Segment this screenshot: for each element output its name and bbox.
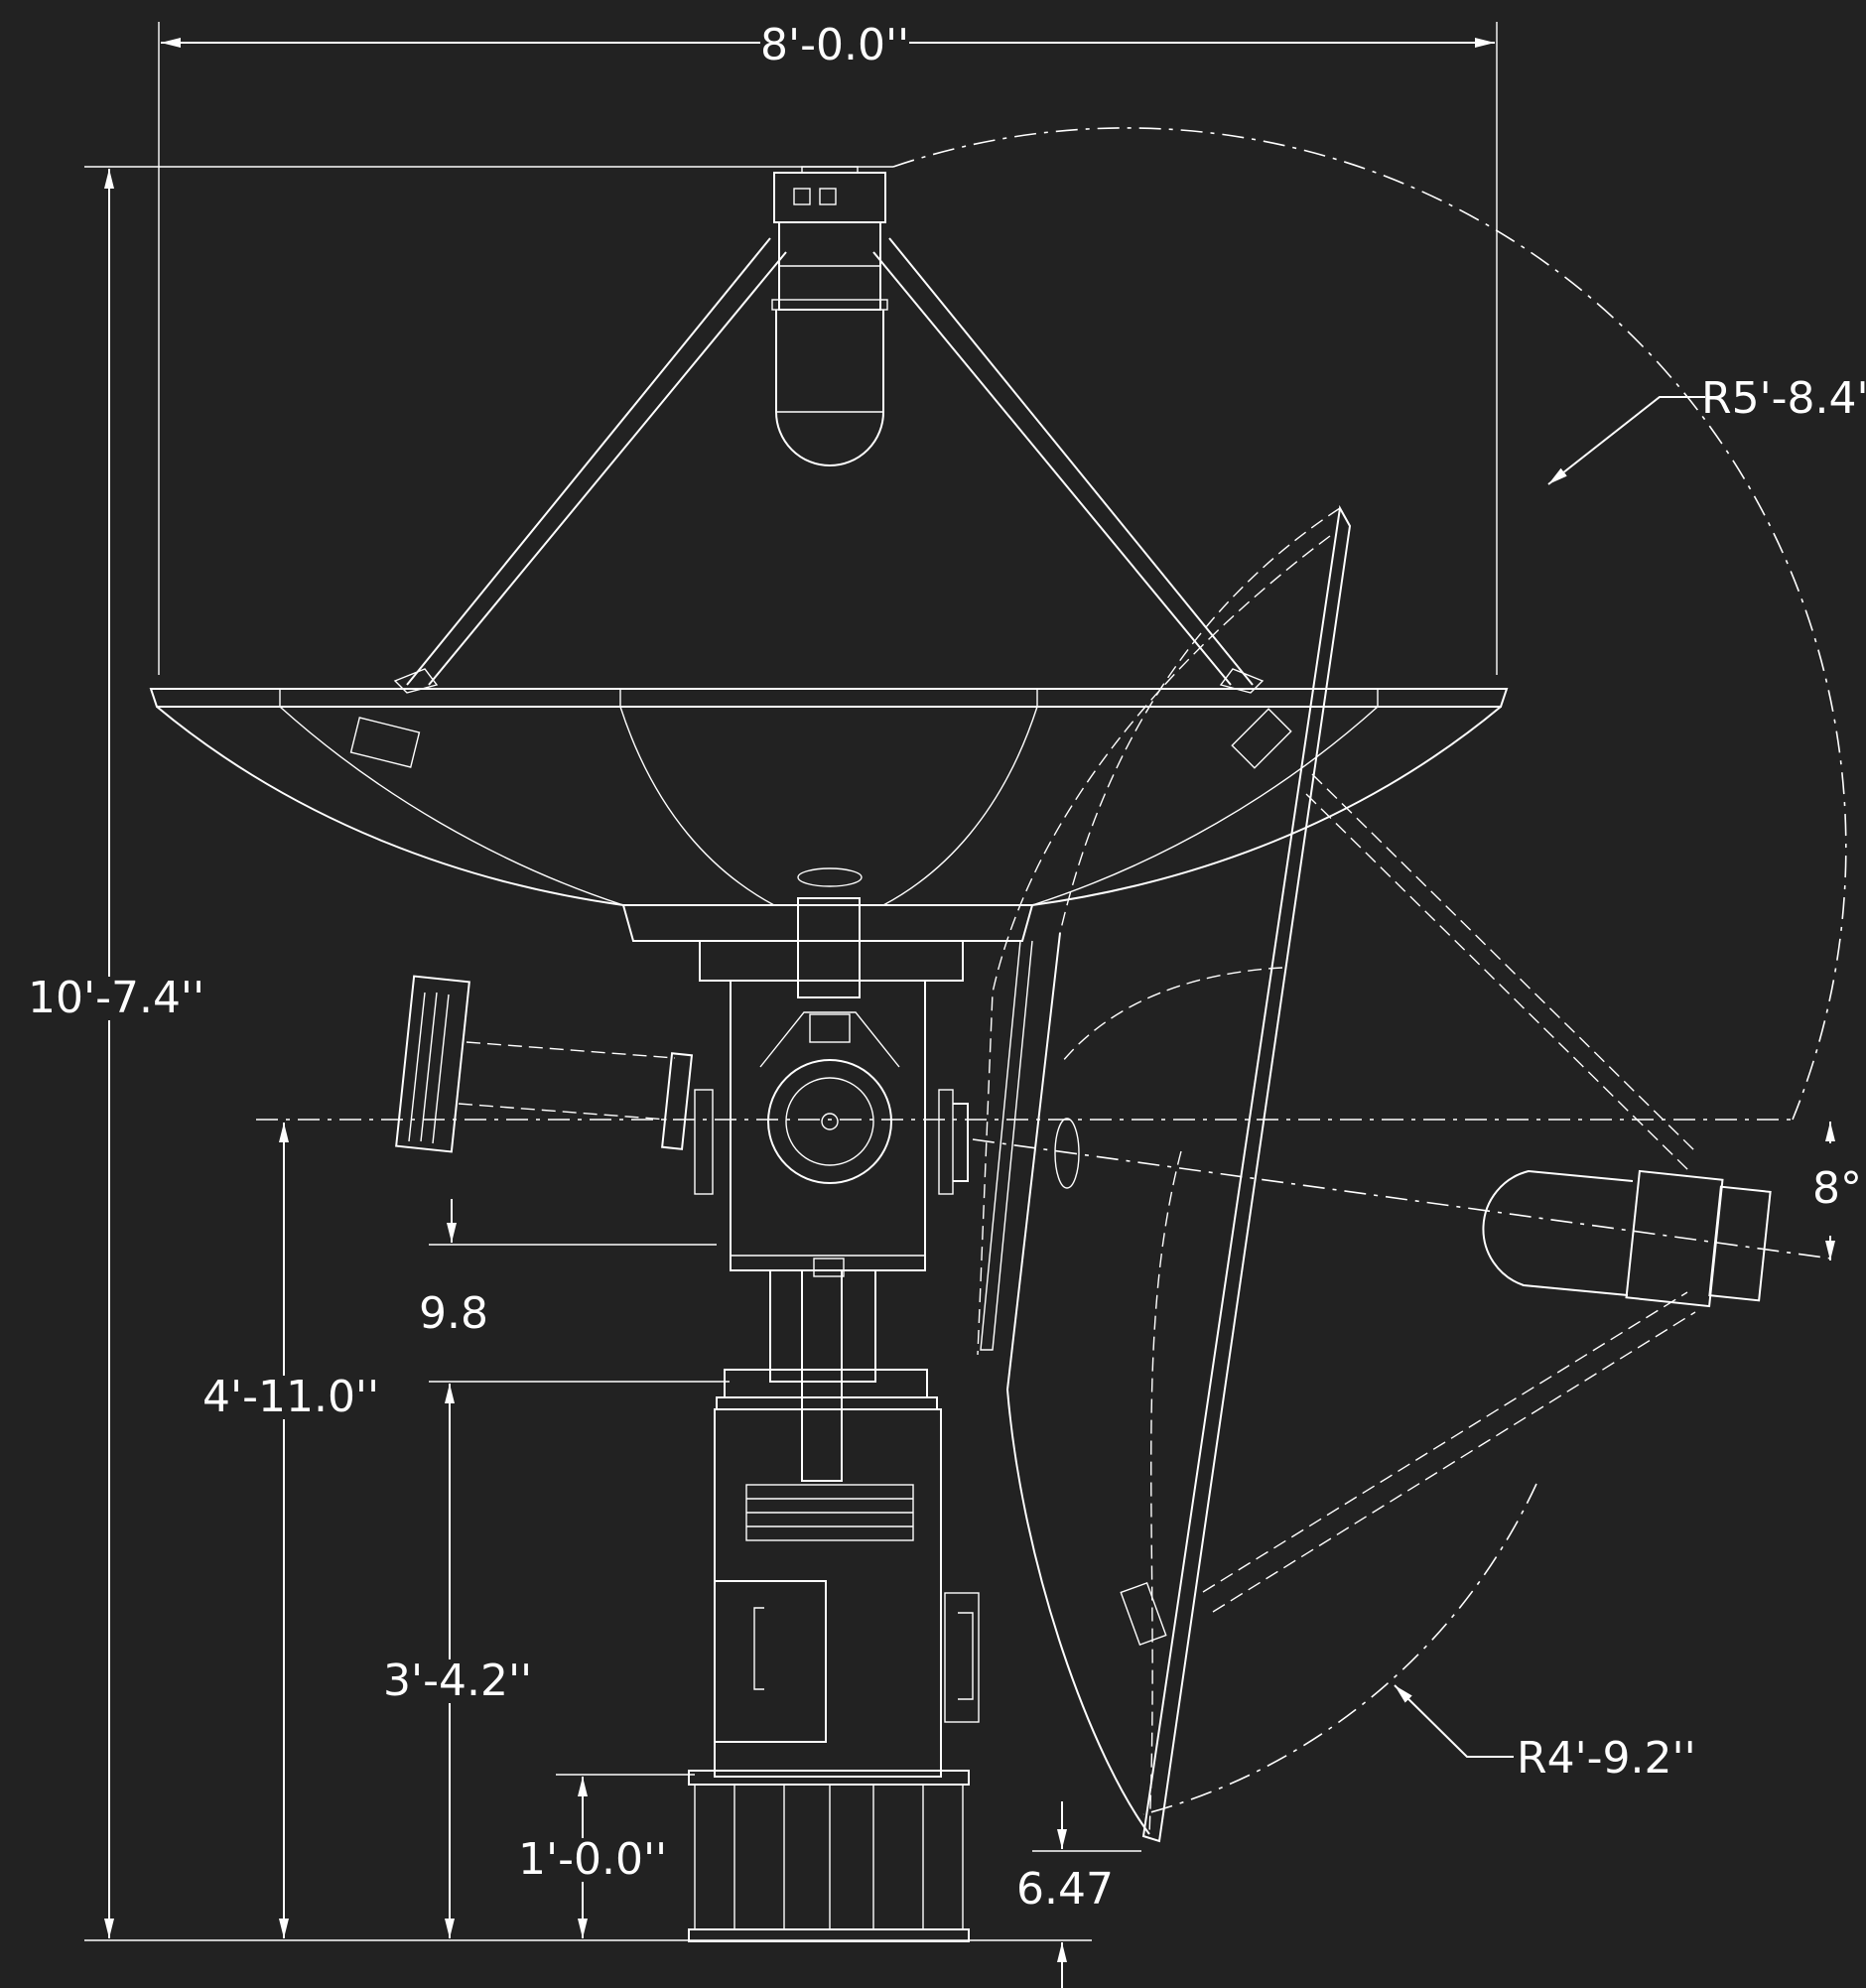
bottom-offset-dimension	[1032, 1801, 1141, 1988]
elevation-height-label: 4'-11.0''	[202, 1372, 380, 1422]
overall-height-label: 10'-7.4''	[28, 973, 205, 1023]
feed-swing-arc	[1142, 1483, 1537, 1815]
reflector-swing-arc	[892, 127, 1847, 1121]
base-height-label: 1'-0.0''	[518, 1834, 668, 1885]
axis-offset-dimension	[429, 1199, 730, 1383]
pedestal	[714, 1269, 980, 1778]
positioner-head	[694, 897, 969, 1277]
tilt-angle-label: 8°	[1812, 1163, 1862, 1214]
radius-leaders	[1394, 396, 1705, 1758]
reflector-radius-label: R5'-8.4''	[1701, 373, 1866, 424]
reflector-tilted	[972, 504, 1832, 1843]
pedestal-height-label: 3'-4.2''	[383, 1656, 533, 1706]
bottom-offset-label: 6.47	[1016, 1864, 1114, 1915]
axis-offset-label: 9.8	[419, 1288, 488, 1339]
overall-width-label: 8'-0.0''	[760, 20, 910, 70]
width-dimension	[158, 22, 1498, 675]
feed-radius-label: R4'-9.2''	[1517, 1733, 1696, 1784]
feed-horn	[771, 166, 888, 466]
feed-struts	[393, 237, 1265, 694]
base-frame	[688, 1770, 970, 1942]
reflector-dish	[149, 688, 1509, 942]
side-feed-assembly	[395, 975, 694, 1153]
